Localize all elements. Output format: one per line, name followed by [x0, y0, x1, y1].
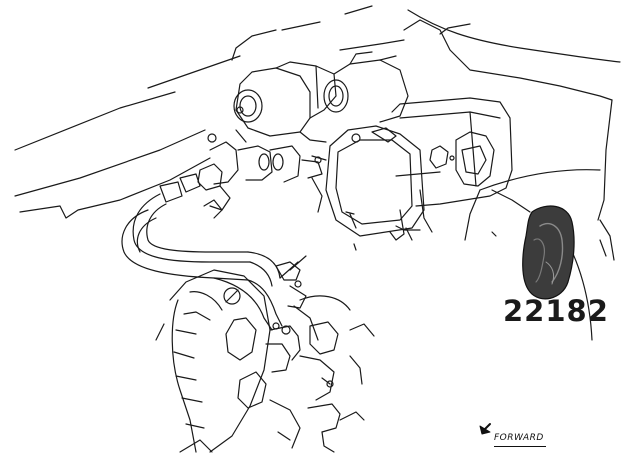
forward-underline — [494, 446, 546, 447]
arrow-down-left-icon — [479, 423, 491, 435]
engine-front — [155, 269, 375, 453]
bolt-details — [294, 133, 497, 388]
heater-valve-assembly — [159, 129, 323, 219]
fender-outline — [339, 9, 621, 341]
part-leader-line — [491, 189, 531, 213]
heater-core-housing — [301, 125, 425, 241]
rubber-seal-part-icon — [522, 205, 575, 300]
part-number-label: 22182 — [503, 294, 609, 328]
blower-motor — [233, 51, 409, 143]
hood-edge-lines — [14, 5, 373, 219]
forward-direction-label: FORWARD — [494, 433, 544, 443]
heater-box — [391, 97, 513, 233]
heater-hoses — [121, 193, 307, 331]
